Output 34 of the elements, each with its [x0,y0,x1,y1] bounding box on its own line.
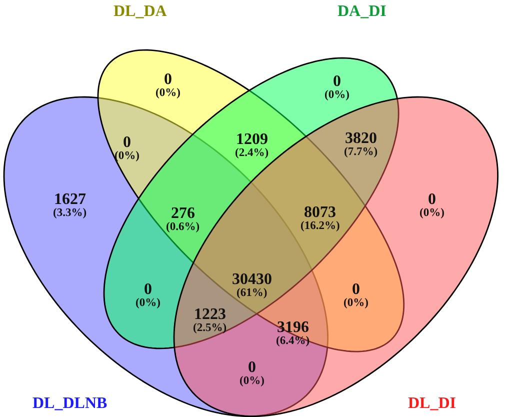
count-label: 1223 [194,307,226,323]
percent-label: (0%) [114,151,140,162]
count-label: 0 [164,72,172,88]
percent-label: (61%) [236,288,268,300]
set-label: DL_DA [113,4,167,20]
percent-label: (2.5%) [193,323,227,334]
percent-label: (0%) [240,376,264,388]
count-label: 3196 [277,320,309,336]
percent-label: (7.7%) [344,147,378,158]
count-label: 0 [352,282,360,298]
set-label: DA_DI [337,4,386,20]
percent-label: (3.3%) [53,208,87,220]
percent-label: (2.4%) [235,148,269,160]
percent-label: (16.2%) [300,221,340,232]
percent-label: (0.6%) [166,222,200,234]
percent-label: (0%) [136,298,160,310]
count-label: 0 [123,135,131,151]
count-label: 3820 [345,131,377,147]
count-label: 8073 [304,205,336,221]
count-label: 1627 [54,192,86,208]
percent-label: (0%) [156,88,180,100]
count-label: 0 [248,360,256,376]
percent-label: (0%) [344,298,368,310]
percent-label: (0%) [420,208,444,220]
count-label: 0 [144,282,152,298]
set-label: DL_DLNB [32,396,108,412]
count-label: 0 [333,74,341,90]
percent-label: (6.4%) [276,336,310,348]
count-label: 0 [428,192,436,208]
count-label: 276 [171,206,195,222]
count-label: 30430 [232,272,272,288]
set-label: DL_DI [408,396,456,412]
count-label: 1209 [236,132,268,148]
percent-label: (0%) [324,90,350,102]
